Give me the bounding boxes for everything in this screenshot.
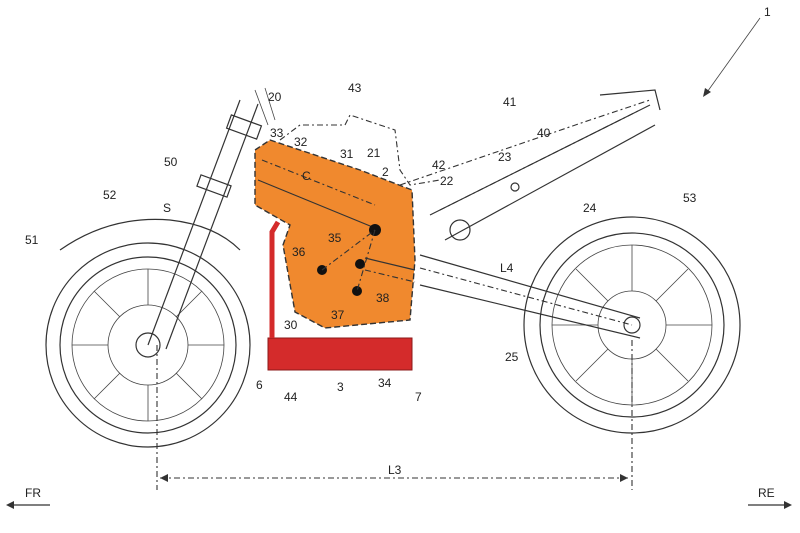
engine-unit <box>254 139 416 329</box>
front-wheel <box>45 242 251 448</box>
ref-1-arrow-icon <box>703 17 761 97</box>
label-51: 51 <box>25 233 39 247</box>
label-33: 33 <box>270 126 284 140</box>
label-50: 50 <box>164 155 178 169</box>
label-36: 36 <box>292 245 306 259</box>
label-2: 2 <box>382 165 389 179</box>
front-arrow-icon <box>6 501 50 509</box>
label-41: 41 <box>503 95 517 109</box>
label-C: C <box>302 169 311 183</box>
label-35: 35 <box>328 231 342 245</box>
label-1: 1 <box>764 5 771 19</box>
label-38: 38 <box>376 291 390 305</box>
label-43: 43 <box>348 81 362 95</box>
label-52: 52 <box>103 188 117 202</box>
label-34: 34 <box>378 376 392 390</box>
label-6: 6 <box>256 378 263 392</box>
label-53: 53 <box>683 191 697 205</box>
label-30: 30 <box>284 318 298 332</box>
rear-arrow-icon <box>748 501 792 509</box>
front-fender <box>59 218 241 251</box>
label-25: 25 <box>505 350 519 364</box>
label-21: 21 <box>367 146 381 160</box>
label-23: 23 <box>498 150 512 164</box>
label-44: 44 <box>284 390 298 404</box>
label-31: 31 <box>340 147 354 161</box>
label-7: 7 <box>415 390 422 404</box>
label-S: S <box>163 201 171 215</box>
swingarm <box>419 254 641 339</box>
label-RE: RE <box>758 486 775 500</box>
label-42: 42 <box>432 158 446 172</box>
label-20: 20 <box>268 90 282 104</box>
exhaust-muffler <box>267 337 413 371</box>
label-3: 3 <box>337 380 344 394</box>
dimension-l3 <box>156 340 633 490</box>
engine-internals <box>257 159 416 296</box>
label-37: 37 <box>331 308 345 322</box>
label-24: 24 <box>583 201 597 215</box>
label-FR: FR <box>25 486 41 500</box>
tank-cover-outline <box>279 114 441 186</box>
label-22: 22 <box>440 174 454 188</box>
label-L4: L4 <box>500 261 514 275</box>
exhaust-pipe <box>269 220 281 338</box>
label-40: 40 <box>537 126 551 140</box>
rear-frame <box>399 89 661 241</box>
front-fork <box>147 87 276 350</box>
label-32: 32 <box>294 135 308 149</box>
label-L3: L3 <box>388 463 402 477</box>
